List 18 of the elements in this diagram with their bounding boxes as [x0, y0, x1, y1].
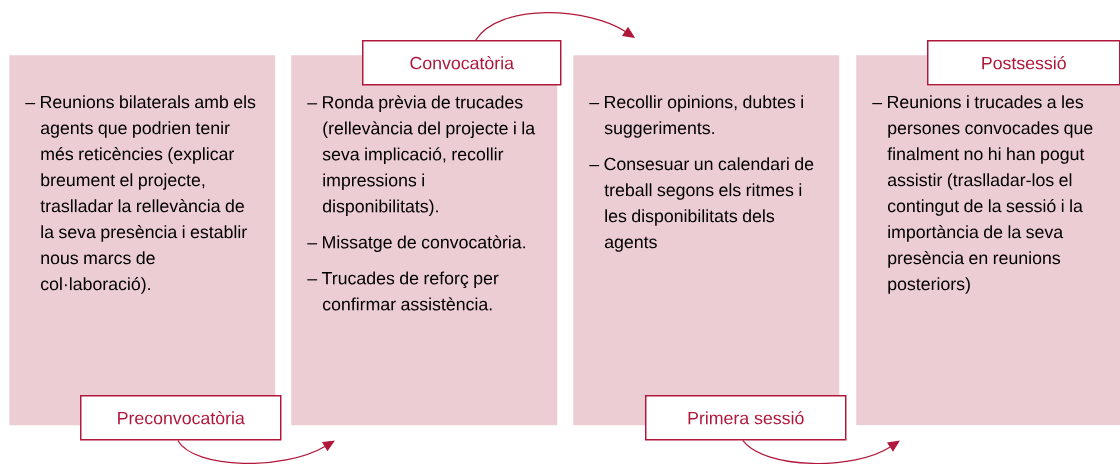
stage-label-box: Preconvocatòria	[80, 395, 282, 441]
stage-label-box: Postsessió	[927, 40, 1120, 86]
bullet-text: – Missatge de convocatòria.	[307, 235, 525, 252]
stage-panel	[291, 55, 558, 426]
stage-label-box: Convocatòria	[362, 40, 562, 86]
stage-panel	[9, 55, 276, 426]
curved-arrow	[475, 12, 635, 41]
bullet-text: – Ronda prèvia de trucades (rellevància del projecte i la seva implicació, recollir impressions i disponibilitats).	[307, 95, 536, 216]
bullet-text: – Reunions bilaterals amb els agents que podrien tenir més reticències (explicar breument el projecte, traslladar la rellevància de la seva presència i establir nous marcs de col·laboració).	[25, 95, 256, 294]
stage-panel	[573, 55, 840, 426]
curved-arrow	[177, 439, 335, 464]
stage-label-box: Primera sessió	[645, 395, 847, 441]
stage-panel	[856, 55, 1120, 426]
bullet-text: – Consesuar un calendari de treball segons els ritmes i les disponibilitats dels agents	[589, 157, 814, 252]
bullet-text: – Trucades de reforç per confirmar assistència.	[307, 271, 499, 311]
bullet-text: – Reunions i trucades a les persones convocades que finalment no hi han pogut assistir (traslladar-los el contingut de la sessió i la importància de la seva presència en reunions posteriors)	[872, 95, 1093, 294]
bullet-text: – Recollir opinions, dubtes i suggeriments.	[589, 95, 803, 138]
curved-arrow	[742, 439, 900, 465]
